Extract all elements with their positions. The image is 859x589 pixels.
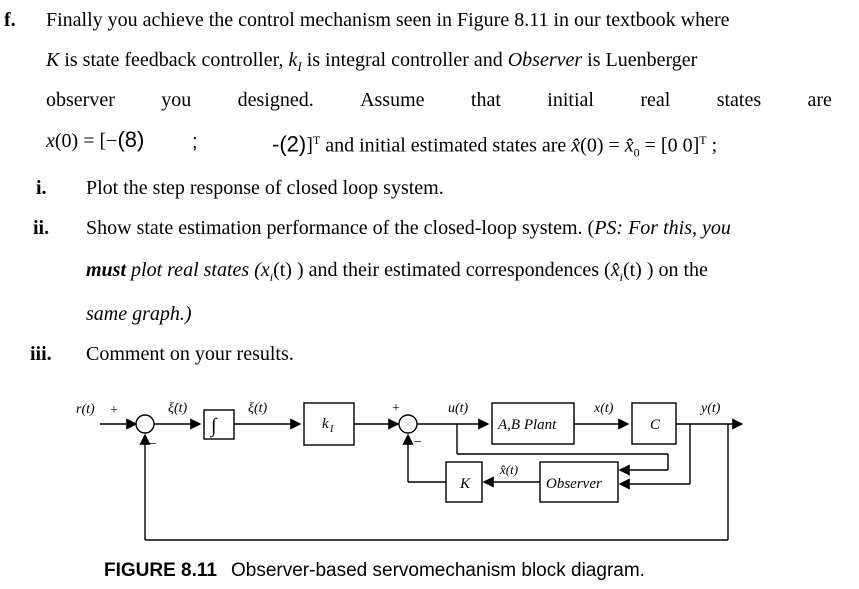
word: Assume [360,89,425,111]
item-ii-line-2: must plot real states (xi(t) ) and their… [86,259,708,284]
xi-dot-label: ξ̇(t) [168,401,188,416]
plant-label: A,B Plant [497,417,557,433]
xhat-i-symbol: x̂ [610,259,620,281]
x-symbol: x [46,130,55,152]
xi-symbol: x [260,259,270,281]
text-segment: Show state estimation performance of the… [86,217,595,239]
initial-state-2: -(2) [272,131,307,157]
summing-junction-2 [398,414,418,434]
kI-subscript: I [329,424,334,435]
problem-letter: f. [4,9,16,31]
word: initial [547,89,594,111]
problem-line-3: observer you designed. Assume that initi… [46,88,832,112]
word: you [161,89,192,111]
text-segment: ; [706,134,718,157]
problem-line-1: Finally you achieve the control mechanis… [46,9,730,31]
text-segment: = [0 0] [639,134,700,157]
item-iii-text: Comment on your results. [86,343,294,365]
plus-sign: + [392,401,400,416]
word: observer [46,89,115,111]
kI-label: k [322,416,329,432]
must-emphasis: must [86,259,127,281]
subscript-0: 0 [633,145,640,160]
observer-label: Observer [546,476,602,492]
text-segment: is integral controller and [301,49,508,71]
word: that [470,89,501,111]
item-i-text: Plot the step response of closed loop sy… [86,177,444,199]
y-label: y(t) [699,401,721,416]
plus-sign: + [110,403,118,418]
figure-number: FIGURE 8.11 [104,560,217,581]
observer-word: Observer [507,49,583,71]
xhat-label: x̂(t) [499,462,518,477]
ps-note: PS: For this, you [594,217,731,239]
text-segment: ] [306,134,313,157]
separator: ; [192,131,198,153]
summing-junction-1 [135,414,155,434]
text-segment: plot real states ( [126,259,261,281]
minus-sign: − [414,435,422,450]
word: states [716,89,762,111]
figure-caption-text: Observer-based servomechanism block diag… [231,560,645,581]
text-segment: (0) = [− [54,130,118,152]
word: designed. [237,89,314,111]
figure-caption: FIGURE 8.11 Observer-based servomechanism… [104,560,645,582]
item-ii-number: ii. [33,217,50,239]
item-ii-line-3: same graph.) [86,303,192,325]
text-segment: is Luenberger [582,49,698,71]
kI-block [303,402,355,446]
xi-label: ξ(t) [248,401,268,416]
problem-line-4: x(0) = [−(8) ; -(2)]T and initial estima… [46,127,846,160]
u-label: u(t) [448,401,469,416]
integrator-block [203,409,235,440]
initial-state-1: (8) [117,127,145,152]
r-label: r(t) [76,402,95,417]
K-symbol: K [46,49,60,71]
kI-subscript: I [297,59,302,74]
text-segment: (t) ) on the [622,259,708,281]
transpose-mark: T [699,133,707,147]
item-ii-text: Show state estimation performance of the… [86,216,731,240]
xhat0-symbol: x̂ [624,134,634,157]
item-i-number: i. [36,177,47,199]
minus-sign: − [149,437,157,452]
item-iii-number: iii. [30,343,52,365]
xhat-symbol: x̂ [571,134,581,157]
C-label: C [650,417,661,433]
word: real [640,89,671,111]
kI-symbol: k [288,49,298,71]
K-label: K [459,476,471,492]
transpose-mark: T [312,133,321,147]
text-segment: (0) = [580,134,625,157]
text-segment: and initial estimated states are [320,134,572,157]
text-segment: (t) ) and their estimated correspondence… [273,259,611,281]
word: are [807,89,832,111]
integrator-symbol: ∫ [209,415,218,438]
problem-line-2: K is state feedback controller, kI is in… [46,48,697,79]
x-label: x(t) [593,401,614,416]
text-segment: is state feedback controller, [59,49,289,71]
